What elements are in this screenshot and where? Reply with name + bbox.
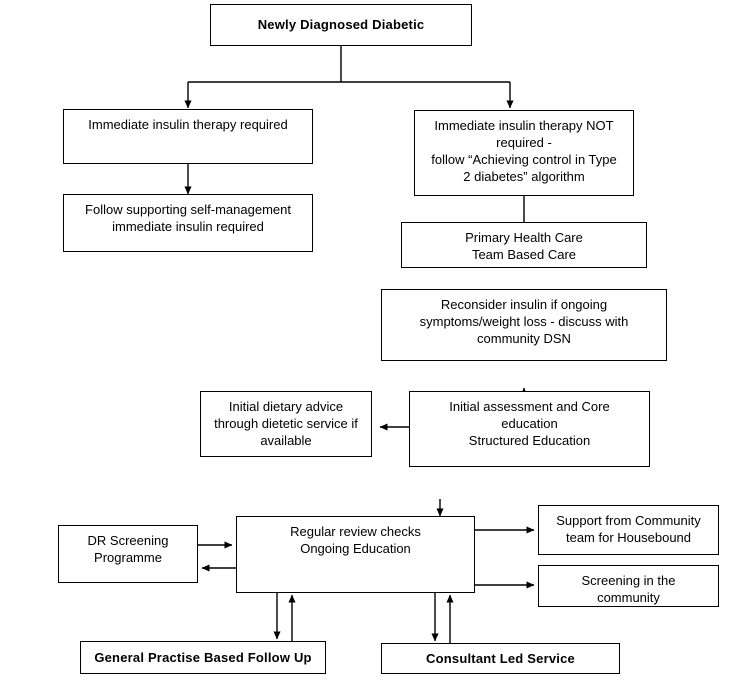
node-immediate-insulin-therapy-required[interactable]: Immediate insulin therapy required: [63, 109, 313, 164]
node-initial-assessment-core-education[interactable]: Initial assessment and Core education St…: [409, 391, 650, 467]
node-support-from-community-team[interactable]: Support from Community team for Housebou…: [538, 505, 719, 555]
node-immediate-insulin-therapy-not-required[interactable]: Immediate insulin therapy NOT required -…: [414, 110, 634, 196]
node-regular-review-checks[interactable]: Regular review checks Ongoing Education: [236, 516, 475, 593]
node-dr-screening-programme[interactable]: DR Screening Programme: [58, 525, 198, 583]
node-screening-in-the-community[interactable]: Screening in the community: [538, 565, 719, 607]
node-follow-supporting-self-management[interactable]: Follow supporting self-management immedi…: [63, 194, 313, 252]
node-primary-health-care-team-based-care[interactable]: Primary Health Care Team Based Care: [401, 222, 647, 268]
node-reconsider-insulin[interactable]: Reconsider insulin if ongoing symptoms/w…: [381, 289, 667, 361]
node-newly-diagnosed-diabetic[interactable]: Newly Diagnosed Diabetic: [210, 4, 472, 46]
node-consultant-led-service[interactable]: Consultant Led Service: [381, 643, 620, 674]
node-initial-dietary-advice[interactable]: Initial dietary advice through dietetic …: [200, 391, 372, 457]
node-general-practise-based-follow-up[interactable]: General Practise Based Follow Up: [80, 641, 326, 674]
